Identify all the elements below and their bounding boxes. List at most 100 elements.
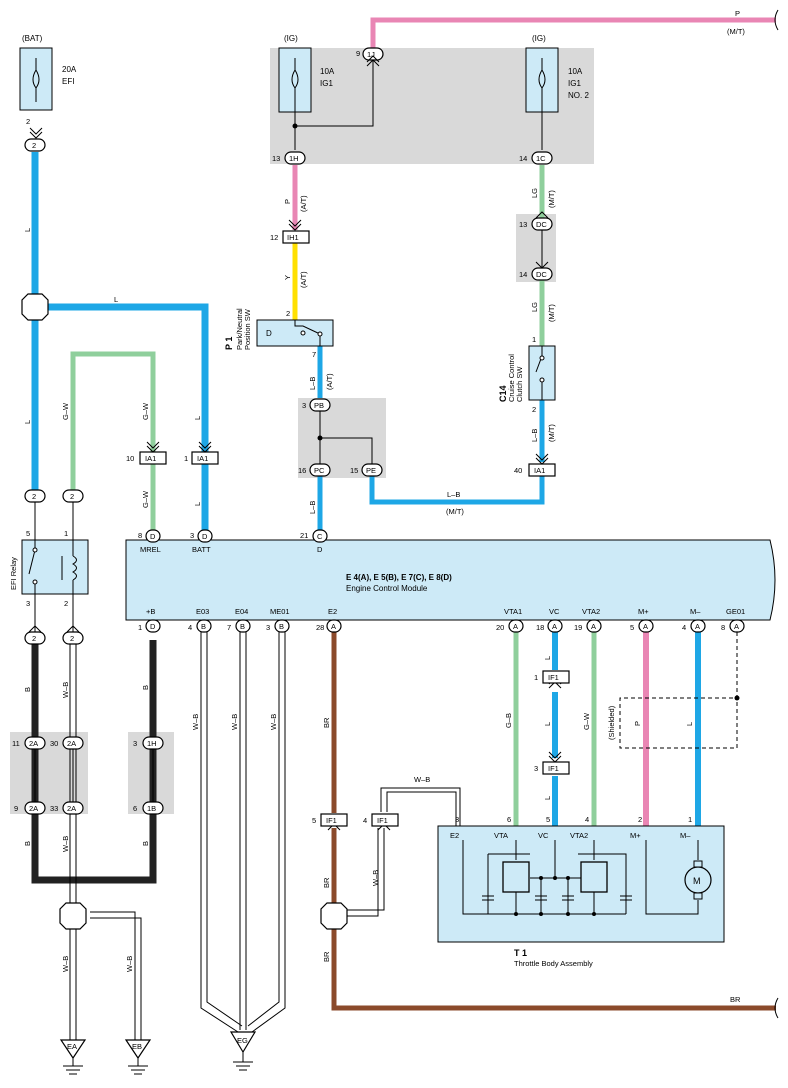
connector-ia1-c: 40 IA1 (514, 463, 556, 477)
svg-text:19: 19 (574, 623, 582, 632)
svg-text:1J: 1J (367, 50, 375, 59)
wire-br-if1 (331, 828, 776, 1011)
ecm-pin-mrel: 8 D MREL (138, 529, 161, 554)
svg-text:A: A (643, 622, 648, 631)
svg-text:1: 1 (534, 673, 538, 682)
svg-text:Park/Neutral: Park/Neutral (235, 308, 244, 350)
bat-fuse-pin: 2 (26, 117, 30, 126)
svg-text:D: D (317, 545, 323, 554)
connector-2a-33: 33 2A (50, 801, 84, 815)
svg-text:L: L (543, 796, 552, 800)
ig1-name: IG1 (320, 79, 333, 88)
bat-label: (BAT) (22, 34, 43, 43)
svg-text:L: L (23, 228, 32, 232)
svg-text:16: 16 (298, 466, 306, 475)
svg-text:MREL: MREL (140, 545, 161, 554)
wire-wb-throttle (380, 787, 461, 826)
svg-text:E2: E2 (328, 607, 337, 616)
svg-text:3: 3 (534, 764, 538, 773)
ig1-source: (IG) (284, 34, 298, 43)
svg-text:9: 9 (356, 49, 360, 58)
wire-gw-coil (70, 351, 156, 490)
svg-text:30: 30 (50, 739, 58, 748)
ecm-title: E 4(A), E 5(B), E 7(C), E 8(D) (346, 573, 452, 582)
svg-text:2: 2 (70, 634, 74, 643)
svg-text:1: 1 (64, 529, 68, 538)
junction-jumpers (34, 749, 154, 802)
svg-text:10: 10 (126, 454, 134, 463)
pnp-switch: D 2 7 P 1 Park/Neutral Position SW (224, 308, 334, 359)
svg-text:1: 1 (688, 815, 692, 824)
svg-text:G–W: G–W (61, 402, 70, 420)
svg-text:1: 1 (532, 335, 536, 344)
throttle-name: Throttle Body Assembly (514, 959, 593, 968)
svg-text:B: B (23, 687, 32, 692)
svg-text:3: 3 (133, 739, 137, 748)
svg-text:EA: EA (67, 1042, 77, 1051)
svg-text:40: 40 (514, 466, 522, 475)
ig1-rating: 10A (320, 67, 335, 76)
wire-wb-relay (69, 640, 77, 1040)
svg-text:D: D (266, 329, 272, 338)
svg-text:W–B: W–B (230, 714, 239, 730)
svg-text:L: L (114, 295, 118, 304)
svg-text:Position SW: Position SW (243, 308, 252, 350)
svg-text:E2: E2 (450, 831, 459, 840)
svg-text:(M/T): (M/T) (547, 424, 556, 442)
relay-conn-out1: 2 (24, 631, 46, 645)
ground-eb: EB (124, 1039, 152, 1075)
svg-text:W–B: W–B (191, 714, 200, 730)
svg-text:8: 8 (721, 623, 725, 632)
ecm-name: Engine Control Module (346, 584, 428, 593)
svg-text:4: 4 (363, 816, 367, 825)
svg-text:5: 5 (312, 816, 316, 825)
svg-text:5: 5 (546, 815, 550, 824)
connector-2a-11: 11 2A (12, 736, 46, 750)
connector-dc-b: 14 DC (519, 267, 553, 281)
svg-text:(M/T): (M/T) (547, 190, 556, 208)
svg-text:2: 2 (638, 815, 642, 824)
connector-ih1: 12 IH1 (270, 230, 310, 244)
svg-text:Cruise Control: Cruise Control (507, 354, 516, 402)
svg-text:1: 1 (184, 454, 188, 463)
svg-text:IA1: IA1 (197, 454, 208, 463)
svg-text:EFI Relay: EFI Relay (9, 557, 18, 590)
svg-text:5: 5 (26, 529, 30, 538)
svg-text:14: 14 (519, 154, 527, 163)
svg-text:2A: 2A (29, 739, 38, 748)
svg-text:2: 2 (70, 492, 74, 501)
svg-text:A: A (552, 622, 557, 631)
svg-text:W–B: W–B (61, 682, 70, 698)
connector-ia1-a: 10 IA1 (126, 451, 167, 465)
ig2-rating: 10A (568, 67, 583, 76)
connector-if1-4: 4 IF1 (363, 813, 399, 827)
connector-1h: 13 1H (272, 151, 306, 165)
svg-text:18: 18 (536, 623, 544, 632)
svg-text:B: B (141, 685, 150, 690)
ecm-pin-vta1: VTA1 20 A (496, 607, 524, 633)
svg-text:G–W: G–W (141, 490, 150, 508)
svg-text:B: B (240, 622, 245, 631)
svg-text:M–: M– (690, 607, 701, 616)
ecm-pin-vta2: VTA2 19 A (574, 607, 602, 633)
svg-text:3: 3 (190, 531, 194, 540)
svg-text:7: 7 (312, 350, 316, 359)
wire-p-top (370, 17, 776, 50)
svg-text:A: A (734, 622, 739, 631)
svg-text:3: 3 (455, 815, 459, 824)
svg-text:BR: BR (322, 877, 331, 888)
svg-text:6: 6 (507, 815, 511, 824)
svg-text:PE: PE (366, 466, 376, 475)
svg-text:LG: LG (530, 302, 539, 312)
svg-text:G–W: G–W (582, 712, 591, 730)
ig2-source: (IG) (532, 34, 546, 43)
throttle-body-assembly: E2 VTA VC VTA2 M+ M– 3 6 5 4 2 1 M T 1 T… (437, 815, 725, 968)
efi-relay: 5 1 3 2 EFI Relay (9, 502, 89, 632)
ig-fuse-1: (IG) 10A IG1 (278, 34, 374, 150)
svg-text:PC: PC (314, 466, 325, 475)
connector-pc: 16 PC (298, 463, 331, 477)
svg-text:6: 6 (133, 804, 137, 813)
connector-2a-30: 30 2A (50, 736, 84, 750)
svg-text:13: 13 (272, 154, 280, 163)
svg-text:(A/T): (A/T) (325, 373, 334, 390)
